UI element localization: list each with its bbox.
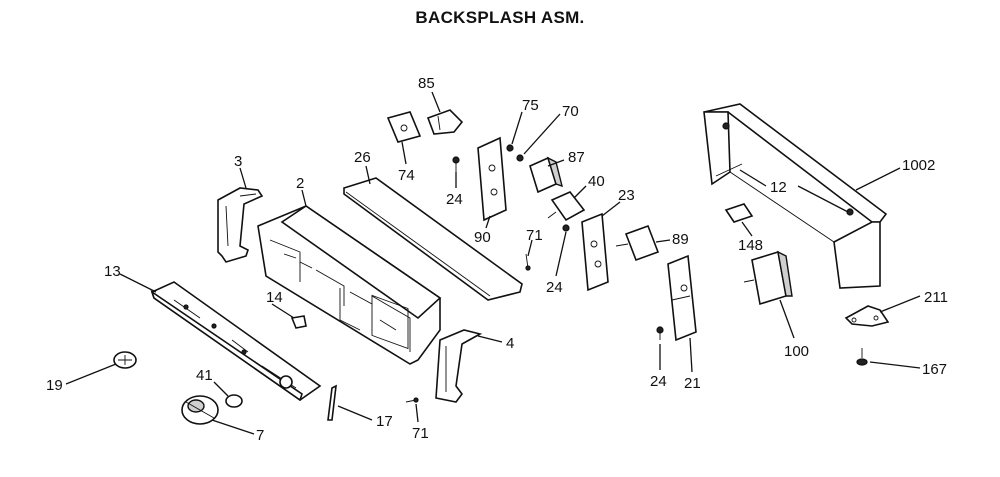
leader-lines [65,91,921,435]
callout-14: 14 [266,289,283,306]
part-3-end-bracket [217,187,264,263]
part-100-timer [743,250,793,306]
callout-71-upper: 71 [526,227,543,244]
part-24-screw-upper [452,156,460,172]
part-71-screw-lower [405,397,419,403]
part-4-end-bracket [435,329,483,403]
part-167-foot [856,348,868,366]
part-1002-rear-housing [703,103,888,289]
part-24-screw-lower [656,326,664,340]
callout-85: 85 [418,75,435,92]
part-148-clip [724,203,754,223]
part-41-dial [225,394,243,408]
part-23-plate [581,212,609,292]
part-70-screw [516,154,524,162]
part-13-control-panel [150,281,322,402]
callout-12: 12 [770,179,787,196]
callout-100: 100 [784,343,809,360]
callout-23: 23 [618,187,635,204]
callout-4: 4 [506,335,514,352]
callout-89: 89 [672,231,689,248]
part-26-trim-strip [343,177,523,301]
callout-3: 3 [234,153,242,170]
callout-75: 75 [522,97,539,114]
callout-19: 19 [46,377,63,394]
part-40-switch [547,191,586,222]
part-14-clip [290,315,307,329]
callout-41: 41 [196,367,213,384]
callout-13: 13 [104,263,121,280]
part-85-switch [426,109,464,135]
callout-24-middle: 24 [546,279,563,296]
callout-24-upper: 24 [446,191,463,208]
part-7-timer-knob [181,395,219,425]
callout-90: 90 [474,229,491,246]
callout-2: 2 [296,175,304,192]
part-19-knob [113,351,137,369]
callout-26: 26 [354,149,371,166]
part-2-backsplash-housing [257,205,442,365]
callout-70: 70 [562,103,579,120]
part-211-bracket [844,305,890,327]
callout-87: 87 [568,149,585,166]
part-21-plate [667,254,697,342]
callout-24-lower: 24 [650,373,667,390]
callout-211: 211 [924,289,948,306]
part-75-screw [506,144,514,152]
callout-40: 40 [588,173,605,190]
callout-167: 167 [922,361,947,378]
callout-1002: 1002 [902,157,935,174]
diagram-title: BACKSPLASH ASM. [415,8,585,27]
callout-labels: 85 75 70 87 3 26 74 24 2 40 90 23 71 89 … [46,75,948,444]
part-89-switch [615,224,660,262]
part-74-bracket [386,111,422,143]
part-17-clip [327,384,337,421]
callout-74: 74 [398,167,415,184]
part-71-screw-upper [525,253,531,271]
part-90-plate [477,136,507,222]
callout-21: 21 [684,375,701,392]
part-24-screw-middle [562,224,570,232]
callout-148: 148 [738,237,763,254]
callout-7: 7 [256,427,264,444]
callout-17: 17 [376,413,393,430]
callout-71-lower: 71 [412,425,429,442]
